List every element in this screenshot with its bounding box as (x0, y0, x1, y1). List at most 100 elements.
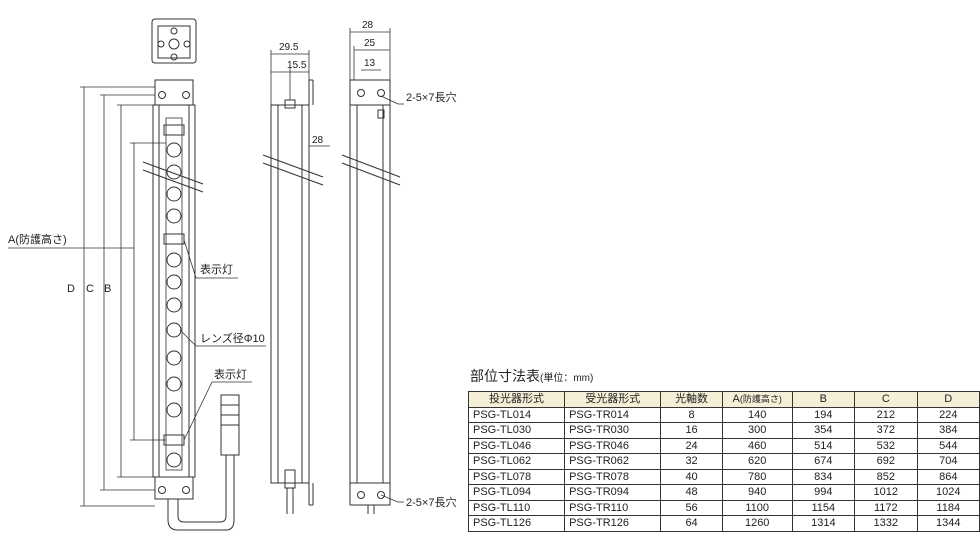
table-cell: 40 (660, 468, 723, 485)
dimension-a-label: A(防護高さ) (8, 232, 67, 246)
table-cell: PSG-TL014 (467, 406, 566, 423)
rear-dimensions (349, 28, 404, 503)
table-cell: PSG-TL110 (467, 499, 566, 516)
table-cell: 1154 (791, 499, 856, 516)
indicator-lamp-bottom (163, 434, 185, 446)
side-width-dim: 29.5 (279, 42, 299, 53)
table-cell: 56 (660, 499, 723, 516)
table-cell: PSG-TL078 (467, 468, 566, 485)
table-cell: 620 (721, 453, 793, 470)
table-unit: (単位：mm) (540, 373, 594, 384)
table-cell: 544 (916, 437, 980, 454)
indicator-lamp-upper (163, 233, 185, 245)
header-c: C (854, 391, 918, 408)
table-cell: PSG-TR094 (564, 484, 662, 501)
table-cell: 460 (721, 437, 793, 454)
table-cell: 224 (916, 406, 980, 423)
lens-array (166, 142, 182, 468)
table-cell: 994 (791, 484, 856, 501)
table-cell: 1184 (916, 499, 980, 516)
table-cell: 1314 (791, 515, 856, 532)
header-d: D (916, 391, 980, 408)
table-cell: 1024 (916, 484, 980, 501)
rear-body (349, 104, 391, 484)
dimension-b-label: B (104, 283, 111, 295)
side-depth-dim: 28 (312, 135, 324, 146)
header-a: A(防護高さ) (721, 391, 793, 408)
slot-label-top: 2-5×7長穴 (406, 90, 456, 104)
top-bracket (154, 79, 194, 106)
table-cell: 692 (854, 453, 918, 470)
table-cell: 372 (854, 422, 918, 439)
table-cell: 852 (854, 468, 918, 485)
table-cell: PSG-TR062 (564, 453, 662, 470)
dimension-d-label: D (67, 283, 75, 295)
table-header-row: 投光器形式 受光器形式 光軸数 A(防護高さ) B C D (467, 391, 980, 408)
table-cell: PSG-TR014 (564, 406, 662, 423)
table-cell: PSG-TR046 (564, 437, 662, 454)
table-cell: 1012 (854, 484, 918, 501)
table-cell: PSG-TR030 (564, 422, 662, 439)
dimension-c-label: C (86, 283, 94, 295)
table-cell: 1260 (721, 515, 793, 532)
table-cell: 940 (721, 484, 793, 501)
table-cell: 1100 (721, 499, 793, 516)
header-a-note: (防護高さ) (739, 394, 782, 405)
table-cell: PSG-TL094 (467, 484, 566, 501)
bottom-bracket (154, 476, 194, 500)
table-title-text: 部位寸法表 (470, 368, 540, 384)
header-beam-count: 光軸数 (660, 391, 723, 408)
table-cell: PSG-TL126 (467, 515, 566, 532)
table-cell: 300 (721, 422, 793, 439)
table-title: 部位寸法表(単位：mm) (470, 366, 980, 386)
table-cell: PSG-TR126 (564, 515, 662, 532)
table-cell: 140 (721, 406, 793, 423)
end-plate-top-view (151, 18, 197, 64)
front-view (142, 18, 240, 531)
table-cell: 384 (916, 422, 980, 439)
table-cell: 212 (854, 406, 918, 423)
table-cell: 1172 (854, 499, 918, 516)
slot-label-bottom: 2-5×7長穴 (406, 495, 456, 509)
indicator-label-2: 表示灯 (214, 367, 247, 381)
rear-hole-dim: 13 (364, 58, 376, 69)
table-cell: 514 (791, 437, 856, 454)
table-cell: 8 (660, 406, 723, 423)
table-cell: 32 (660, 453, 723, 470)
table-cell: PSG-TL062 (467, 453, 566, 470)
table-cell: 194 (791, 406, 856, 423)
table-cell: PSG-TL030 (467, 422, 566, 439)
table-cell: PSG-TR110 (564, 499, 662, 516)
table-cell: 780 (721, 468, 793, 485)
indicator-label-1: 表示灯 (200, 262, 233, 276)
table-cell: PSG-TR078 (564, 468, 662, 485)
table-cell: 864 (916, 468, 980, 485)
side-offset-dim: 15.5 (287, 60, 307, 71)
table-cell: PSG-TL046 (467, 437, 566, 454)
table-cell: 354 (791, 422, 856, 439)
table-cell: 16 (660, 422, 723, 439)
table-cell: 48 (660, 484, 723, 501)
table-cell: 704 (916, 453, 980, 470)
table-cell: 532 (854, 437, 918, 454)
lens-diameter-label: レンズ径Φ10 (200, 331, 265, 345)
header-a-letter: A (732, 393, 740, 406)
table-cell: 1344 (916, 515, 980, 532)
table-cell: 24 (660, 437, 723, 454)
side-view (262, 79, 324, 514)
side-body (270, 104, 310, 484)
indicator-lamp-top (163, 124, 185, 136)
rear-inner-dim: 25 (364, 38, 376, 49)
cable (167, 455, 235, 531)
header-b: B (791, 391, 856, 408)
front-dimensions (8, 86, 266, 507)
header-emitter-model: 投光器形式 (467, 391, 566, 408)
